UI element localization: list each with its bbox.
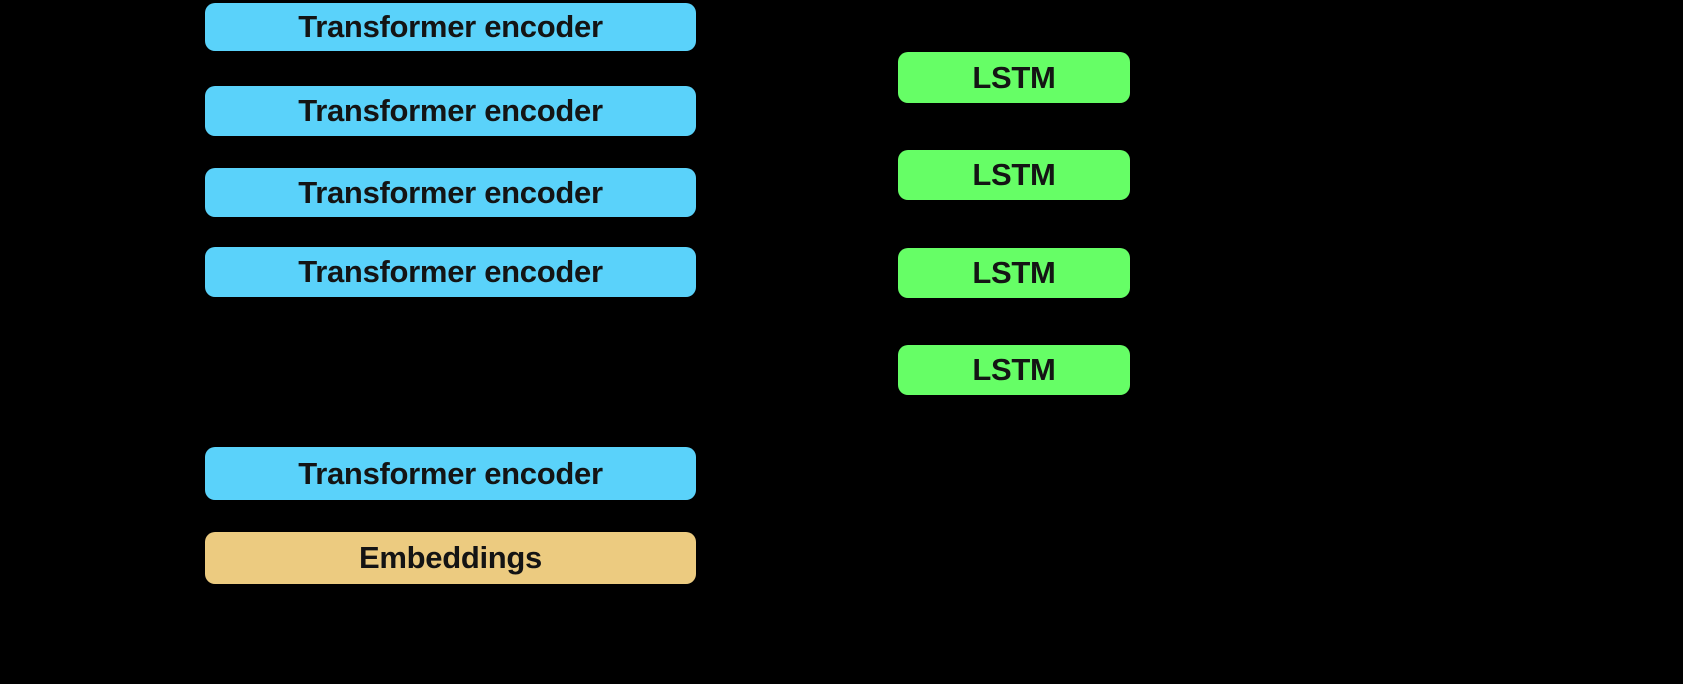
transformer-encoder-box: Transformer encoder (205, 247, 696, 297)
transformer-encoder-box: Transformer encoder (205, 168, 696, 217)
lstm-box: LSTM (898, 345, 1130, 395)
lstm-box: LSTM (898, 150, 1130, 200)
lstm-box: LSTM (898, 52, 1130, 103)
embeddings-box: Embeddings (205, 532, 696, 584)
transformer-encoder-box: Transformer encoder (205, 86, 696, 136)
transformer-encoder-box: Transformer encoder (205, 447, 696, 500)
lstm-box: LSTM (898, 248, 1130, 298)
transformer-encoder-box: Transformer encoder (205, 3, 696, 51)
